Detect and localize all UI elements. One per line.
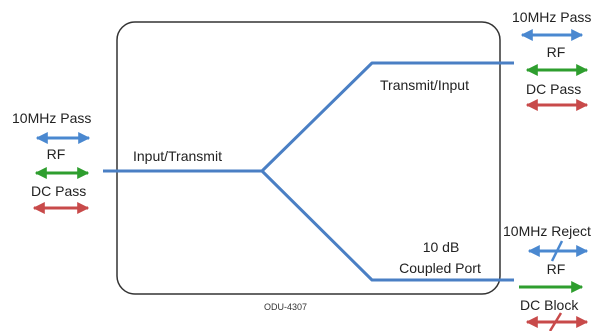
top-dc-label: DC Pass — [526, 81, 582, 97]
coupled-10mhz-block-slash — [550, 240, 564, 262]
port-label-transmit-input: Transmit/Input — [380, 77, 469, 93]
left-10mhz-label: 10MHz Pass — [12, 110, 92, 126]
coupled-10mhz-label: 10MHz Reject — [503, 223, 591, 239]
coupled-rf-label: RF — [546, 261, 566, 277]
coupled-port-label-db: 10 dB — [422, 239, 460, 255]
port-label-input-transmit: Input/Transmit — [133, 148, 222, 164]
device-box — [116, 21, 501, 295]
device-model-label: ODU-4307 — [264, 302, 308, 312]
coupled-dc-block-slash — [548, 312, 563, 331]
left-dc-label: DC Pass — [31, 183, 87, 199]
coupled-port-label: Coupled Port — [399, 260, 481, 276]
signal-path-coupled — [260, 169, 514, 282]
top-10mhz-label: 10MHz Pass — [512, 9, 592, 25]
coupled-dc-label: DC Block — [520, 297, 579, 313]
top-rf-label: RF — [546, 44, 566, 60]
left-rf-label: RF — [46, 146, 66, 162]
signal-path-main — [103, 61, 514, 173]
